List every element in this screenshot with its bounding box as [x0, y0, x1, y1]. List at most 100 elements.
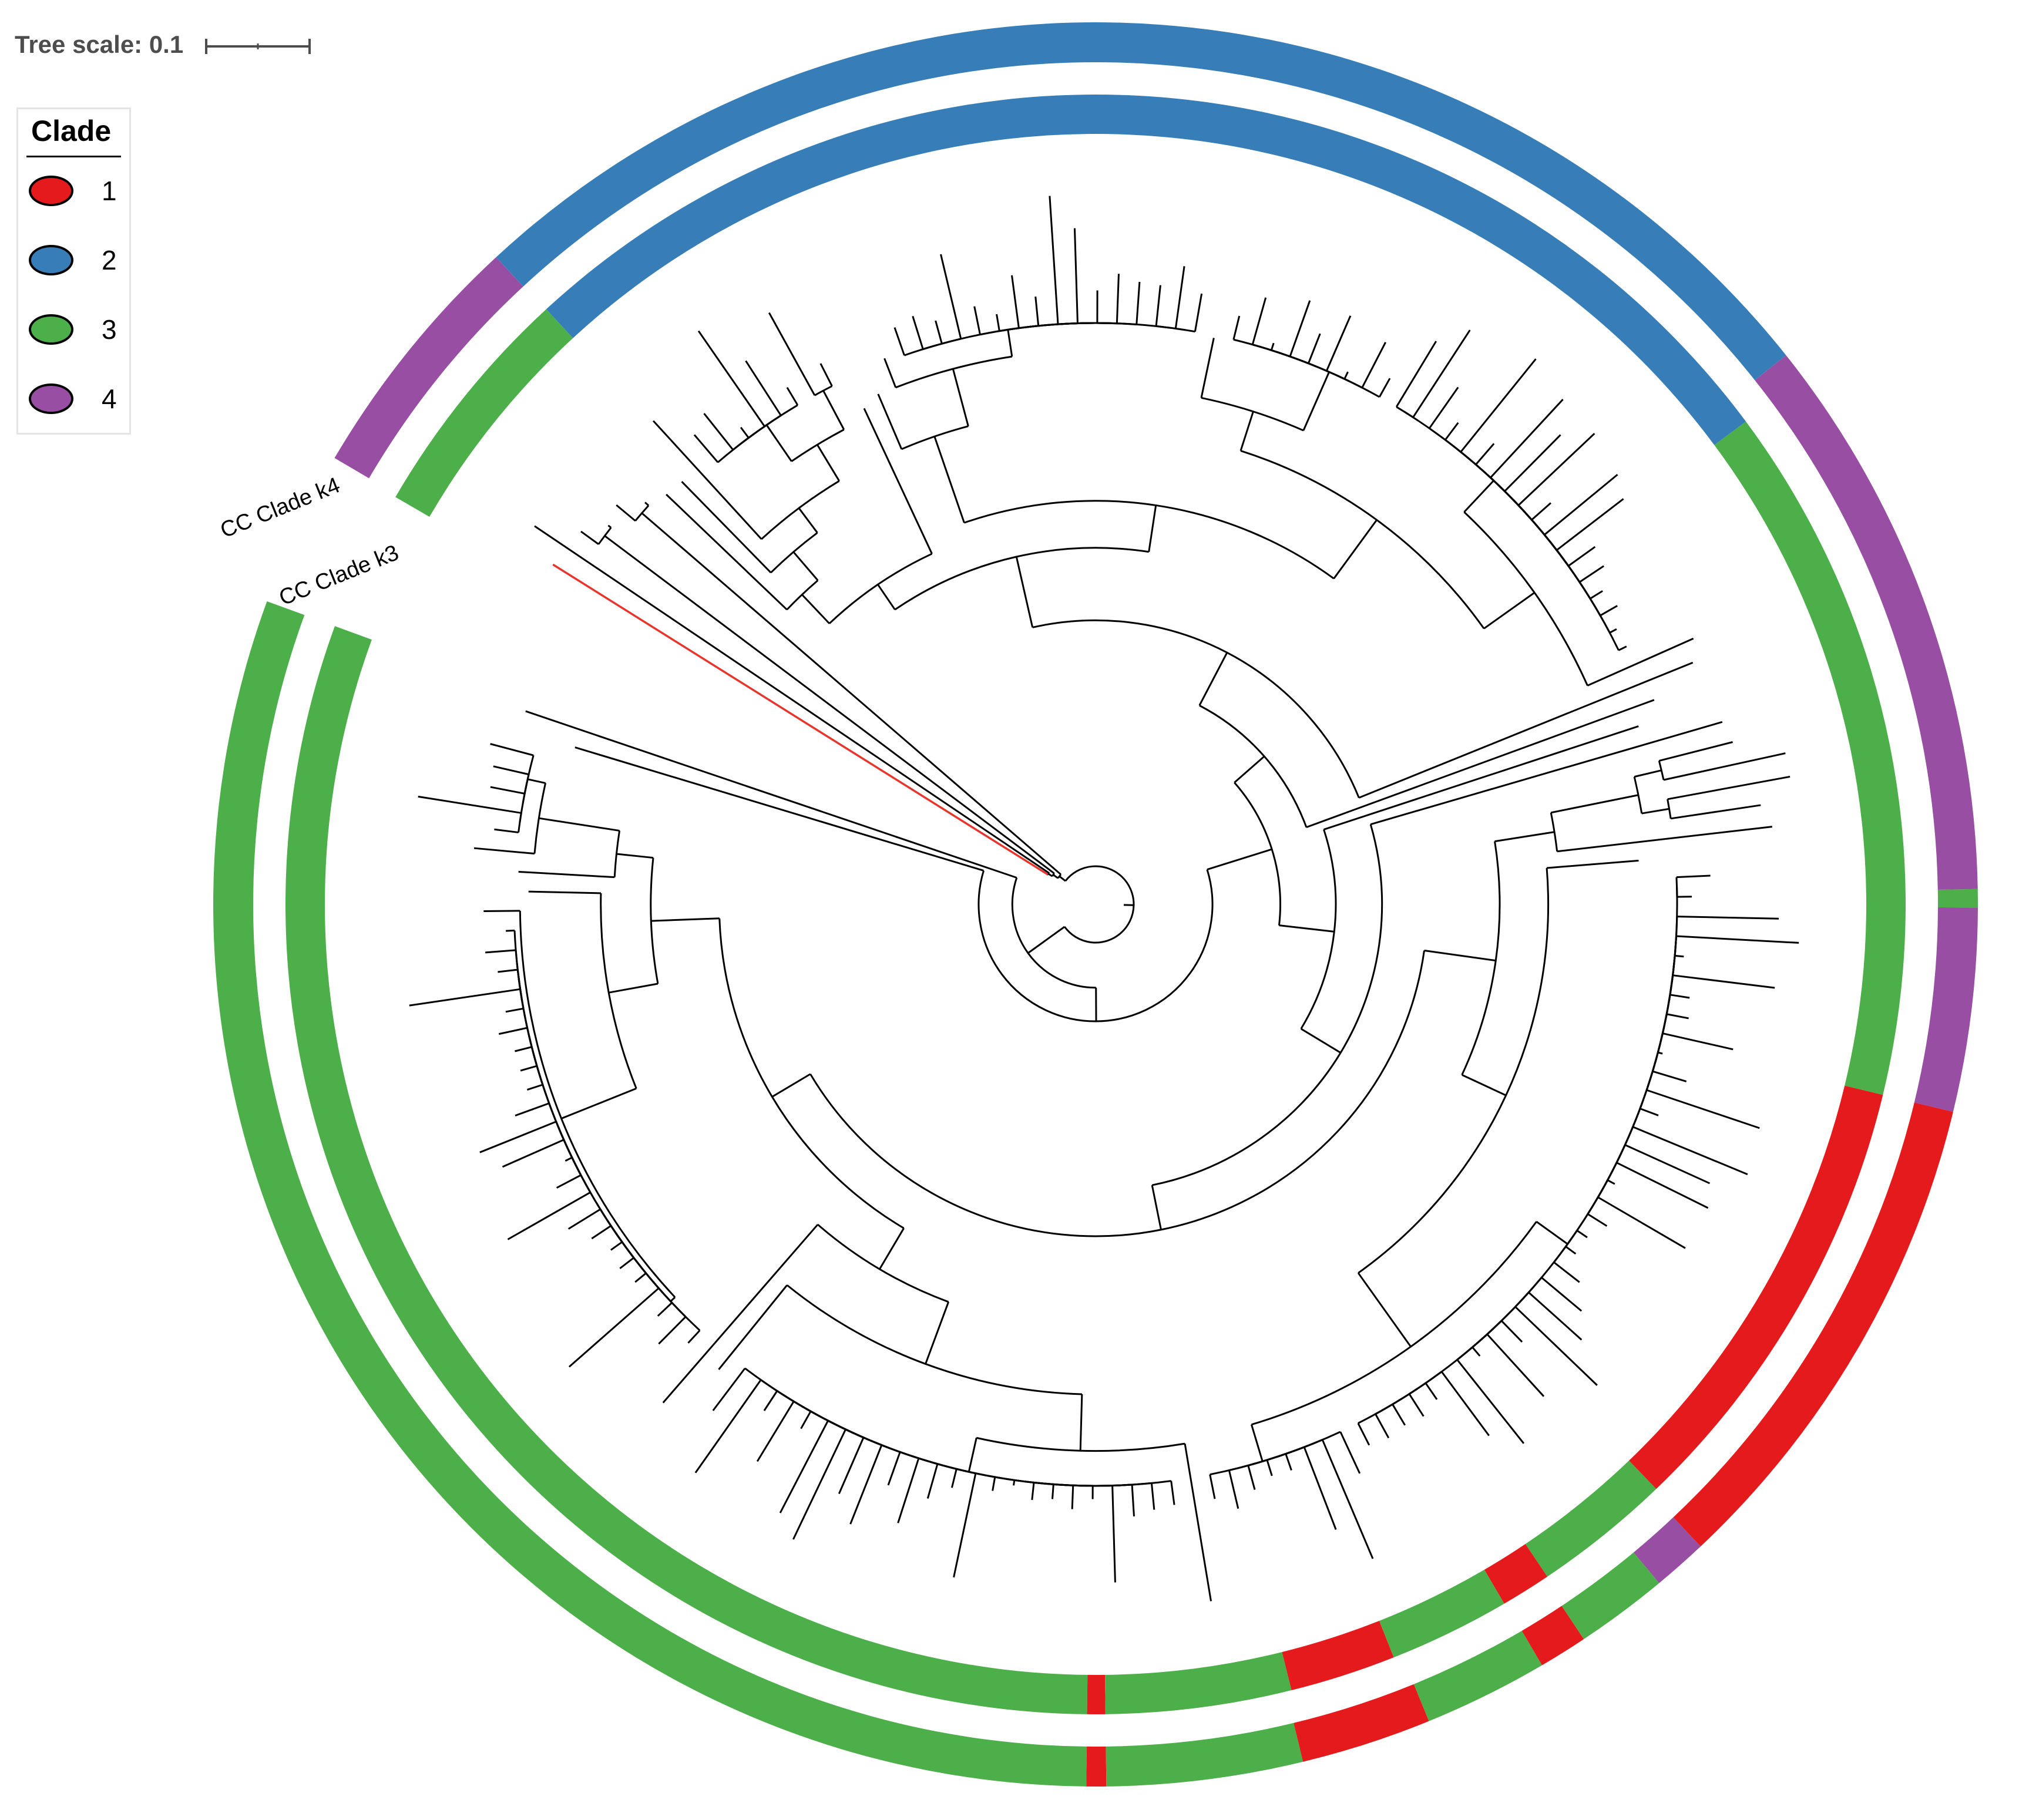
tree-branch: [967, 1437, 977, 1472]
legend-item-clade-1: 1: [18, 176, 129, 206]
tree-branch: [1015, 556, 1034, 628]
tree-branch: [952, 368, 969, 427]
ring-dataset-k4: [213, 22, 1978, 1787]
tree-branch: [1634, 769, 1662, 778]
ring-segment-k3-clade-1: [1484, 1543, 1548, 1604]
tree-branch: [498, 968, 518, 973]
legend-item-label: 4: [102, 383, 117, 414]
tree-branch: [1289, 300, 1311, 357]
tree-branch: [1339, 1431, 1361, 1474]
tree-branch: [1079, 1394, 1083, 1451]
ring-segment-k4-clade-3: [1561, 1552, 1659, 1640]
tree-branch: [616, 853, 654, 859]
tree-branch: [526, 1084, 543, 1091]
tree-branch: [556, 1174, 582, 1189]
tree-branch: [479, 1121, 557, 1153]
tree-branch: [822, 390, 845, 430]
ring-dataset-k3: [285, 94, 1906, 1714]
tree-branch: [1463, 480, 1494, 513]
tree-branch: [490, 743, 534, 756]
tree-branch: [940, 254, 962, 339]
tree-branch: [879, 1227, 905, 1270]
tree-branch: [1670, 804, 1761, 820]
tree-branch: [506, 929, 515, 932]
tree-node-arc: [1032, 619, 1360, 798]
tree-node-arc: [634, 504, 650, 522]
tree-node-arc: [1011, 877, 1096, 989]
tree-branch: [1486, 1333, 1545, 1397]
tree-branch: [740, 426, 750, 439]
tree-branch: [1504, 434, 1561, 492]
tree-branch: [1412, 329, 1471, 418]
tree-node-arc: [1624, 976, 1674, 1146]
tree-branch: [1425, 1382, 1438, 1400]
tree-branch: [792, 551, 819, 581]
tree-branch: [1553, 1261, 1580, 1283]
tree-branch: [1587, 1213, 1608, 1227]
tree-branch: [1301, 1028, 1341, 1054]
tree-branch: [591, 1225, 612, 1240]
tree-branch: [653, 420, 762, 540]
tree-branch: [490, 786, 525, 795]
tree-branch: [1358, 661, 1694, 799]
tree-node-arc: [519, 910, 676, 1298]
tree-branch: [925, 1301, 950, 1364]
tree-branch: [1590, 590, 1603, 600]
tree-node-arc: [1276, 351, 1380, 398]
tree-branch: [863, 408, 933, 554]
tree-branch: [992, 1476, 996, 1491]
ring-segment-k4-clade-4: [1914, 907, 1978, 1112]
tree-branch: [1677, 916, 1779, 920]
tree-branch: [1669, 994, 1690, 999]
tree-branch: [1624, 1144, 1711, 1185]
tree-branch: [1184, 1443, 1212, 1602]
tree-branch: [1232, 315, 1241, 340]
tree-branch: [1048, 873, 1053, 877]
tree-branch: [1285, 1454, 1292, 1471]
tree-branch: [1174, 266, 1185, 329]
tree-branch: [494, 828, 519, 833]
legend-item-clade-3: 3: [18, 314, 129, 345]
tree-node-arc: [963, 500, 1335, 580]
tree-branch: [1550, 794, 1639, 814]
tree-branch: [1600, 605, 1618, 617]
tree-branch: [779, 1420, 829, 1513]
tree-branch: [1616, 1162, 1709, 1209]
tree-node-arc: [1486, 474, 1574, 573]
tree-node-arc: [760, 1379, 885, 1448]
tree-branch: [657, 1302, 673, 1317]
tree-branch: [498, 1027, 528, 1035]
tree-branch: [528, 890, 601, 894]
tree-branch: [1652, 1070, 1687, 1082]
tree-branch: [1587, 637, 1694, 687]
tree-branch: [1494, 831, 1555, 843]
tree-branch: [1357, 1422, 1370, 1446]
tree-branch: [1306, 699, 1655, 829]
tree-branch: [1462, 1074, 1507, 1096]
tree-branch: [1059, 875, 1066, 882]
tree-branch: [718, 1284, 788, 1370]
tree-branch: [694, 1379, 762, 1474]
ring-segment-k3-clade-1: [1282, 1620, 1394, 1691]
tree-branch: [502, 1139, 565, 1168]
tree-branch: [1361, 342, 1386, 388]
tree-node-arc: [518, 984, 550, 1105]
tree-branch: [1131, 1484, 1135, 1517]
tree-branch: [473, 847, 535, 855]
tree-branch: [877, 584, 896, 610]
tree-branch: [792, 1429, 846, 1540]
tree-branch: [1672, 974, 1775, 989]
tree-branch: [1609, 628, 1617, 634]
ring-segment-k4-clade-1: [1673, 1102, 1953, 1547]
clade-3-color-swatch-icon: [29, 314, 73, 345]
tree-branch: [1116, 274, 1120, 324]
tree-branch: [1198, 652, 1228, 706]
tree-branch: [693, 434, 719, 463]
tree-node-arc: [814, 1412, 945, 1467]
tree-scale: Tree scale: 0.1: [15, 31, 311, 59]
tree-branch: [1151, 1185, 1162, 1230]
tree-node-arc: [718, 918, 905, 1229]
tree-node-arc: [557, 1125, 673, 1304]
tree-branch: [1073, 228, 1079, 324]
